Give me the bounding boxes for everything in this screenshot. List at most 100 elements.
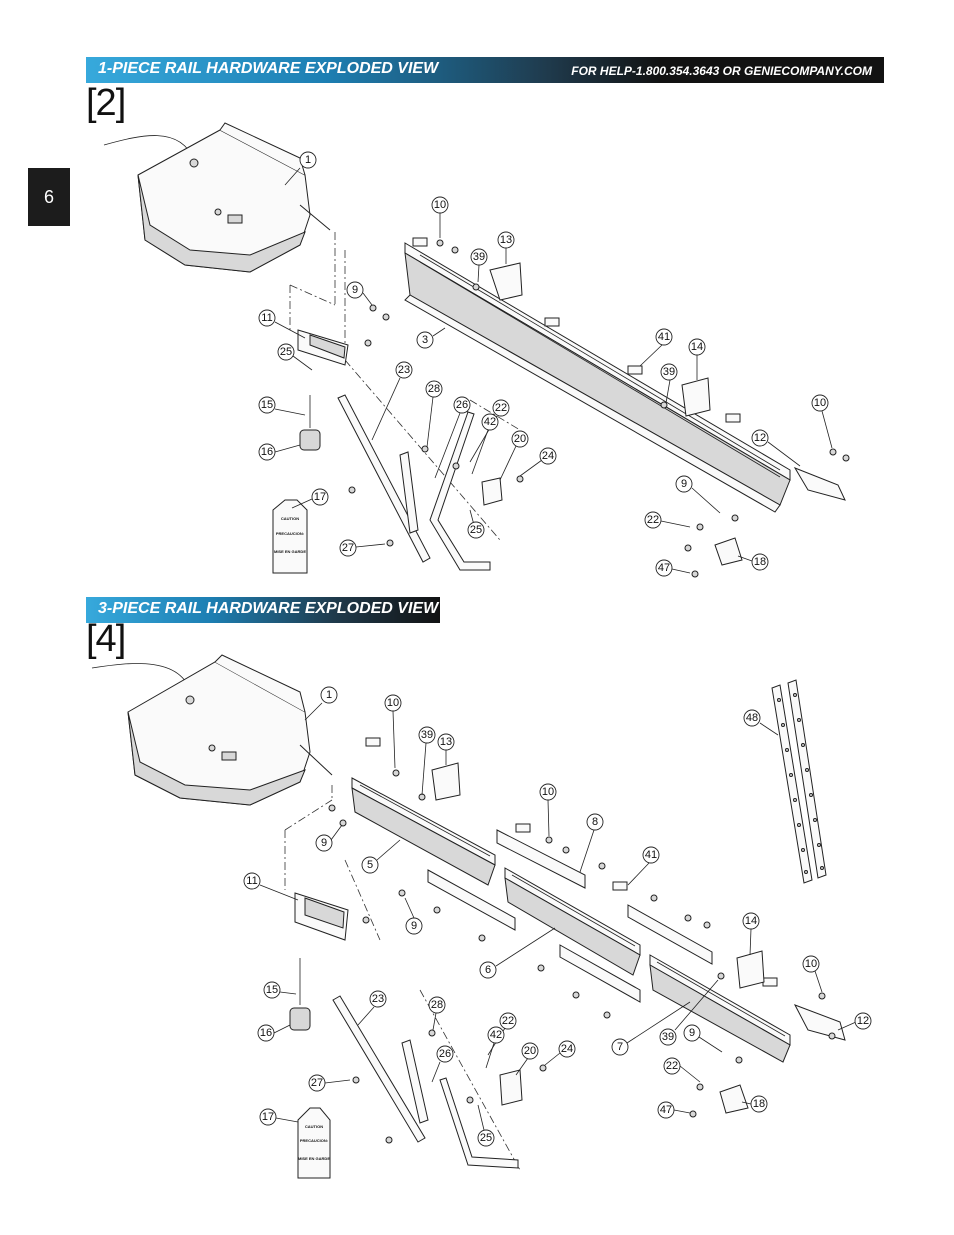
callout-14: 14 (742, 912, 760, 956)
caution-tag: CAUTION PRECAUCION: MISE EN GARDE (297, 1107, 331, 1179)
tag-precaucion-text: PRECAUCION: (300, 1138, 328, 1143)
callout-27: 27 (339, 539, 386, 557)
callout-9: 9 (315, 824, 343, 852)
callout-18: 18 (741, 1095, 768, 1113)
trolley-carriage (297, 329, 349, 366)
rope-bumper (299, 429, 321, 451)
svg-text:1: 1 (326, 689, 332, 701)
callout-39b: 39 (660, 363, 678, 404)
svg-text:13: 13 (440, 736, 452, 748)
callout-9b: 9 (675, 475, 721, 514)
bracket-13 (431, 762, 461, 801)
straight-door-arm (332, 995, 426, 1143)
callout-47: 47 (657, 1101, 691, 1119)
callout-25: 25 (477, 1104, 495, 1147)
rail-section-7 (649, 954, 791, 1063)
section-banner-1piece: 1-PIECE RAIL HARDWARE EXPLODED VIEW FOR … (86, 57, 884, 83)
bracket-14 (736, 950, 765, 989)
svg-text:17: 17 (314, 491, 326, 503)
rail-section-5 (351, 777, 496, 886)
header-bracket (714, 537, 743, 566)
svg-text:26: 26 (439, 1048, 451, 1060)
callout-20: 20 (515, 1042, 539, 1076)
svg-text:41: 41 (658, 331, 670, 343)
svg-text:10: 10 (387, 697, 399, 709)
svg-text:22: 22 (502, 1015, 514, 1027)
callout-24: 24 (519, 447, 557, 477)
svg-text:16: 16 (261, 446, 273, 458)
svg-text:16: 16 (260, 1027, 272, 1039)
section-banner-3piece: 3-PIECE RAIL HARDWARE EXPLODED VIEW (86, 597, 440, 623)
svg-text:15: 15 (261, 399, 273, 411)
section-title: 3-PIECE RAIL HARDWARE EXPLODED VIEW (98, 600, 439, 617)
callout-3: 3 (416, 327, 446, 349)
callout-24: 24 (544, 1040, 576, 1066)
svg-text:6: 6 (485, 964, 491, 976)
svg-text:18: 18 (753, 1098, 765, 1110)
curved-door-arm (429, 409, 491, 571)
door-bracket (481, 477, 503, 506)
callout-39b: 39 (659, 979, 719, 1046)
svg-text:13: 13 (500, 234, 512, 246)
svg-text:39: 39 (421, 729, 433, 741)
rail-one-piece (404, 242, 791, 513)
rail-section-6 (504, 867, 641, 976)
svg-text:14: 14 (691, 341, 703, 353)
callout-41: 41 (639, 328, 673, 367)
callout-12: 12 (751, 429, 801, 467)
rail-cap (762, 977, 778, 987)
svg-text:22: 22 (666, 1060, 678, 1072)
arm-bar (399, 451, 419, 534)
callout-25a: 25 (277, 343, 313, 371)
svg-text:7: 7 (617, 1041, 623, 1053)
help-contact: FOR HELP-1.800.354.3643 OR GENIECOMPANY.… (571, 64, 872, 78)
callout-11: 11 (243, 872, 299, 901)
callout-7: 7 (611, 1001, 691, 1056)
svg-text:28: 28 (431, 999, 443, 1011)
callouts: 1 10 39 13 48 9 5 10 8 11 41 9 6 14 10 1… (243, 686, 872, 1147)
callout-10b: 10 (539, 783, 557, 837)
callout-16: 16 (258, 443, 301, 461)
callout-10: 10 (384, 694, 402, 769)
callout-42: 42 (471, 413, 499, 475)
callout-39: 39 (470, 248, 488, 283)
callout-13: 13 (497, 231, 515, 264)
svg-text:12: 12 (857, 1015, 869, 1027)
motor-head-unit (127, 654, 333, 806)
svg-text:10: 10 (542, 786, 554, 798)
splice-bracket (559, 944, 641, 1003)
callout-26: 26 (431, 1045, 454, 1083)
callout-10: 10 (431, 196, 449, 238)
callout-22b: 22 (663, 1057, 701, 1083)
callout-1: 1 (284, 151, 317, 186)
rail-end-bracket (793, 1004, 846, 1041)
callout-9b: 9 (404, 897, 423, 935)
svg-text:47: 47 (658, 562, 670, 574)
svg-text:26: 26 (456, 399, 468, 411)
rope-bumper (289, 1007, 311, 1031)
perforated-straps (771, 679, 827, 884)
tag-precaucion-text: PRECAUCION: (276, 531, 304, 536)
straight-door-arm (337, 394, 431, 563)
curved-door-arm (439, 1077, 519, 1169)
svg-text:20: 20 (514, 433, 526, 445)
svg-text:25: 25 (470, 524, 482, 536)
svg-text:23: 23 (398, 364, 410, 376)
callout-39: 39 (418, 726, 436, 796)
callout-9: 9 (346, 281, 373, 306)
arm-bar (401, 1039, 429, 1124)
tag-mise-en-garde-text: MISE EN GARDE (298, 1156, 330, 1161)
callout-27: 27 (308, 1074, 351, 1092)
figure-label: [2] (86, 82, 126, 124)
svg-text:11: 11 (261, 312, 272, 324)
svg-text:15: 15 (266, 984, 278, 996)
page-number-tab: 6 (28, 168, 70, 226)
callout-14: 14 (688, 338, 706, 380)
exploded-view-1piece-diagram: CAUTION PRECAUCION: MISE EN GARDE 1 10 1… (103, 122, 850, 578)
svg-text:25: 25 (480, 1132, 492, 1144)
svg-text:25: 25 (280, 346, 292, 358)
svg-text:10: 10 (434, 199, 446, 211)
callout-17: 17 (291, 488, 329, 509)
svg-text:18: 18 (754, 556, 766, 568)
svg-text:9: 9 (411, 920, 417, 932)
